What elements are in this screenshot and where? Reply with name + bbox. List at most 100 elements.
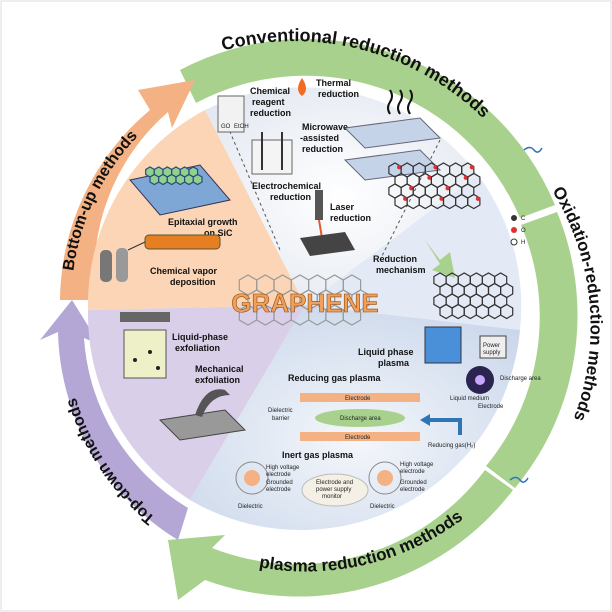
dielectric-barrier-label-1: Dielectric: [268, 408, 293, 414]
hexagon-cell: [149, 173, 160, 186]
mechanism-label-1: Reduction: [373, 254, 417, 264]
graphene-title: GRAPHENE: [231, 288, 378, 318]
hexagon-cell: [500, 303, 514, 320]
electrode-small-label: Electrode: [478, 404, 504, 410]
electrochemical-cell-icon: [251, 139, 293, 175]
beaker-icon: [217, 95, 245, 133]
oxygen-atom-icon: [445, 186, 450, 191]
grounded-right-2: electrode: [400, 487, 425, 493]
carbon-atom-icon: [511, 215, 517, 221]
cvd-label-1: Chemical vapor: [150, 266, 218, 276]
wave-icon: [509, 476, 529, 483]
chemical-label-2: reagent: [252, 97, 285, 107]
go-label: GO: [221, 124, 231, 130]
etoh-label: EtOH: [234, 124, 249, 130]
epitaxial-lattice: [145, 166, 203, 186]
epitaxial-label-2: on SiC: [204, 228, 233, 238]
mechanical-label-1: Mechanical: [195, 364, 244, 374]
chemical-label-1: Chemical: [250, 86, 290, 96]
oxygen-atom-icon: [409, 186, 414, 191]
cvd-label-2: deposition: [170, 277, 216, 287]
electrode-core-icon: [244, 470, 260, 486]
thermal-label-2: reduction: [318, 89, 359, 99]
grounded-left-1: Grounded: [266, 480, 293, 486]
hv-electrode-left-2: electrode: [266, 472, 291, 478]
discharge-area-icon: [315, 409, 405, 427]
grounded-left-2: electrode: [266, 487, 291, 493]
arrow-icon: [425, 240, 455, 278]
tape-icon: [195, 389, 230, 417]
liquid-plasma-label-1: Liquid phase: [358, 347, 414, 357]
power-supply-icon: [479, 335, 507, 359]
oxidation-content: Reduction mechanism C O H: [373, 162, 526, 320]
inert-gas-title: Inert gas plasma: [282, 450, 354, 460]
liquid-plasma-label-2: plasma: [378, 358, 410, 368]
oxygen-atom-icon: [475, 196, 481, 201]
laser-beam-icon: [318, 219, 323, 239]
top-down-arc-band: [40, 300, 188, 540]
furnace-tube-icon: [144, 234, 221, 250]
hexagon-cell: [184, 173, 194, 186]
electrode-top-label: Electrode: [345, 396, 371, 402]
bottom-up-arc-band: [60, 80, 195, 300]
wave-icon: [387, 89, 393, 115]
oxygen-atom-icon: [469, 165, 475, 170]
discharge-small-label: Discharge area: [500, 376, 541, 382]
electrochemical-label-1: Electrochemical: [252, 181, 321, 191]
plasma-content: Power supply Discharge area Liquid mediu…: [235, 326, 541, 510]
oxygen-atom-icon: [439, 196, 444, 201]
dielectric-barrier-label-2: barrier: [272, 416, 289, 422]
gas-cylinder-icon: [100, 250, 112, 282]
oxygen-atom-icon: [397, 165, 402, 170]
wave-icon: [397, 89, 403, 115]
thermal-label-1: Thermal: [316, 78, 351, 88]
wave-icon: [407, 89, 413, 115]
sheet-icon: [343, 117, 442, 149]
hv-electrode-left-1: High voltage: [266, 465, 300, 471]
discharge-spark-icon: [475, 375, 485, 385]
oxygen-atom-icon: [433, 165, 438, 170]
hexagon-cell: [166, 173, 177, 186]
microwave-label-3: reduction: [302, 144, 343, 154]
divider-line: [379, 139, 441, 261]
hexagon-cell: [175, 173, 186, 186]
electrode-bottom-label: Electrode: [345, 435, 371, 441]
electrochemical-label-2: reduction: [270, 192, 311, 202]
conventional-arc-band: [180, 38, 555, 219]
hv-electrode-right-2: electrode: [400, 469, 425, 475]
reducing-gas-title: Reducing gas plasma: [288, 373, 382, 383]
graphene-oxide-sheet: [388, 162, 481, 210]
laser-icon: [315, 190, 323, 220]
discharge-area-label: Discharge area: [340, 416, 381, 422]
dielectric-left-label: Dielectric: [238, 504, 263, 510]
power-supply-label-1: Power: [483, 343, 500, 349]
cloud-icon: [301, 473, 369, 507]
power-supply-label-2: supply: [483, 350, 500, 356]
hexagon-cell: [158, 173, 168, 186]
microwave-label-1: Microwave: [302, 122, 348, 132]
laser-label-1: Laser: [330, 202, 355, 212]
grounded-right-1: Grounded: [400, 480, 427, 486]
cloud-label-2: power supply: [316, 487, 351, 493]
cloud-label-1: Electrode and: [316, 480, 353, 486]
plasma-reactor-icon: [424, 326, 462, 364]
center-lattice: [238, 274, 370, 326]
top-down-content: Liquid-phase exfoliation Mechanical exfo…: [120, 312, 247, 441]
cloud-label-3: monitor: [322, 494, 342, 500]
arrow-head-icon: [420, 414, 430, 426]
oxygen-atom-icon: [403, 196, 408, 201]
microwave-label-2: -assisted: [300, 133, 339, 143]
center-graphene: GRAPHENE: [231, 274, 379, 326]
hexagon-cell: [192, 173, 203, 186]
oxygen-atom-icon: [511, 227, 517, 233]
gas-cylinder-icon: [116, 248, 128, 282]
flake-icon: [156, 366, 160, 370]
gas-flow-arrow-icon: [430, 418, 462, 435]
beaker-icon: [123, 329, 167, 379]
wave-icon: [523, 146, 543, 153]
bottom-up-content: Epitaxial growth on SiC Chemical vapor d…: [100, 164, 238, 287]
liquid-medium-label: Liquid medium: [450, 396, 489, 402]
flake-icon: [133, 358, 137, 362]
legend-o: O: [521, 228, 526, 234]
